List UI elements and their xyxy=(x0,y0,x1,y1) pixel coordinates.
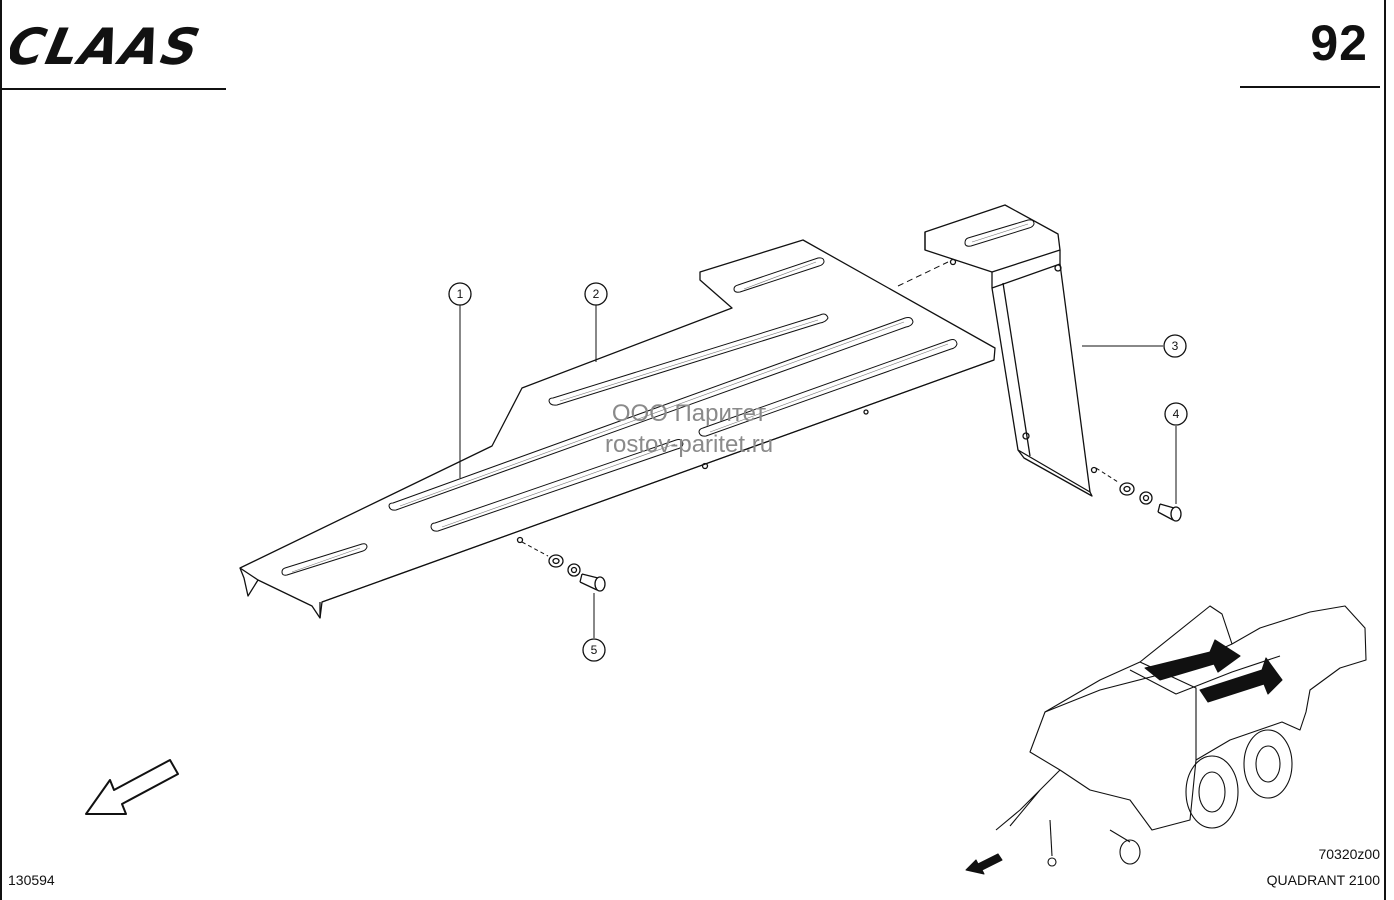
watermark-url: rostov-paritet.ru xyxy=(605,431,774,458)
claas-logo: CLAAS xyxy=(10,20,206,72)
callout-5 xyxy=(582,638,606,662)
callout-3 xyxy=(1163,334,1187,358)
callout-label-5: 5 xyxy=(591,643,598,657)
travel-direction-arrow-icon xyxy=(85,759,179,815)
logo-underline xyxy=(0,88,226,90)
callout-4 xyxy=(1164,402,1188,426)
model-name: QUADRANT 2100 xyxy=(1266,872,1380,888)
drawing-id: 130594 xyxy=(8,872,55,888)
watermark: ООО Паритет rostov-paritet.ru xyxy=(605,398,773,460)
watermark-company: ООО Паритет xyxy=(611,400,767,427)
bracket-part xyxy=(924,204,1098,497)
floor-plate-part xyxy=(239,239,996,619)
callout-label-3: 3 xyxy=(1172,339,1179,353)
fastener-set-5 xyxy=(521,541,606,592)
svg-text:CLAAS: CLAAS xyxy=(10,20,206,72)
figure-code: 70320z00 xyxy=(1318,846,1380,862)
fastener-set-4 xyxy=(1095,467,1182,522)
page-number-underline xyxy=(1240,86,1380,88)
page-frame-left xyxy=(0,0,2,900)
baler-overview-illustration xyxy=(965,605,1367,875)
callout-label-4: 4 xyxy=(1173,407,1180,421)
callout-1 xyxy=(448,282,472,306)
callout-label-1: 1 xyxy=(457,287,464,301)
page-number: 92 xyxy=(1310,15,1368,71)
callout-label-2: 2 xyxy=(593,287,600,301)
callout-2 xyxy=(584,282,608,306)
page-frame-right xyxy=(1384,0,1386,900)
